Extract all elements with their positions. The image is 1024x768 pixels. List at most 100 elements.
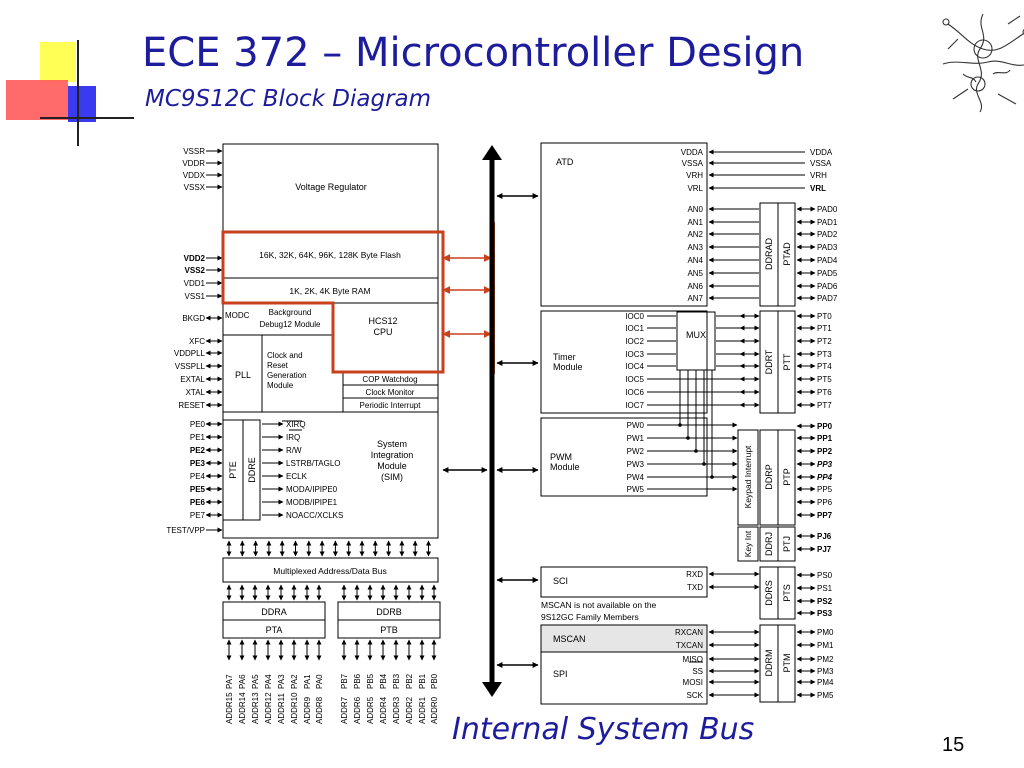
timer-label-2: Module — [553, 362, 583, 372]
mscan-note-2: 9S12GC Family Members — [541, 612, 639, 622]
bus-top-arrowhead — [482, 145, 502, 160]
ptb-label: PTB — [380, 625, 398, 635]
pt-pin-label: PT7 — [817, 401, 832, 410]
pa-pin-label: PA0 — [315, 674, 324, 689]
pts-label: PTS — [782, 584, 792, 602]
ioc-label: IOC5 — [625, 375, 644, 384]
pa-pin-label: PA5 — [251, 674, 260, 689]
pad-pin-label: PAD0 — [817, 205, 838, 214]
modc-label: MODC — [225, 311, 250, 320]
crg-label-1: Clock and — [267, 351, 303, 360]
mcu-core-block — [222, 143, 439, 539]
cop-watchdog-label: COP Watchdog — [362, 375, 417, 384]
ptt-label: PTT — [782, 353, 792, 371]
ps-pin-label: PS3 — [817, 609, 833, 618]
pb-pin-label: PB5 — [366, 673, 375, 689]
pp-pin-label: PP1 — [817, 434, 833, 443]
pw-label: PW3 — [627, 460, 645, 469]
an-label: AN6 — [687, 282, 703, 291]
power-pin-label: VSSR — [183, 147, 205, 156]
flash-label: 16K, 32K, 64K, 96K, 128K Byte Flash — [259, 250, 401, 260]
an-label: AN7 — [687, 294, 703, 303]
mem-power-pin-label: VSS1 — [185, 292, 206, 301]
pad-pin-label: PAD7 — [817, 294, 838, 303]
pa-pin-label: PA3 — [277, 674, 286, 689]
mscan-label: MSCAN — [553, 634, 586, 644]
pwm-block — [540, 417, 708, 497]
pll-pin-label: EXTAL — [180, 375, 205, 384]
pp-pin-label: PP3 — [817, 460, 833, 469]
pe-signal-label: R/W — [286, 446, 302, 455]
pa-addr-label: ADDR13 — [251, 692, 260, 724]
pb-pin-label: PB2 — [405, 673, 414, 689]
pt-pin-label: PT3 — [817, 350, 832, 359]
crg-label-2: Reset — [267, 361, 289, 370]
pa-pin-label: PA6 — [238, 674, 247, 689]
atd-label: ATD — [556, 157, 574, 167]
memory-cpu-highlight — [221, 230, 445, 374]
key-int-label: Key Int — [743, 530, 753, 557]
pwm-label-2: Module — [550, 462, 580, 472]
pb-pin-label: PB1 — [418, 673, 427, 689]
ioc-label: IOC6 — [625, 388, 644, 397]
pp-pin-label: PP4 — [817, 473, 833, 482]
pe-signal-label: MODB/IPIPE1 — [286, 498, 338, 507]
pad-pin-label: PAD2 — [817, 230, 838, 239]
ioc-label: IOC1 — [625, 324, 644, 333]
atd-block — [540, 142, 708, 307]
pe-signal-label: IRQ — [286, 433, 300, 442]
ddrp-label: DDRP — [764, 464, 774, 490]
mux-block — [676, 311, 716, 371]
pa-pin-label: PA2 — [290, 674, 299, 689]
ptad-label: PTAD — [782, 242, 792, 266]
spi-signal-label: SCK — [687, 691, 704, 700]
pwm-label-1: PWM — [550, 452, 572, 462]
pb-pin-label: PB4 — [379, 673, 388, 689]
atd-ref-label: VDDA — [681, 148, 704, 157]
pt-pin-label: PT1 — [817, 324, 832, 333]
pad-pin-label: PAD4 — [817, 256, 838, 265]
pll-pin-label: XFC — [189, 337, 205, 346]
pp-pin-label: PP5 — [817, 485, 833, 494]
pad-pin-label: PAD6 — [817, 282, 838, 291]
mux-bus-label: Multiplexed Address/Data Bus — [273, 566, 386, 576]
ddrad-label: DDRAD — [764, 238, 774, 271]
ram-label: 1K, 2K, 4K Byte RAM — [289, 286, 370, 296]
pe-pin-label: PE4 — [190, 472, 206, 481]
pw-label: PW5 — [627, 485, 645, 494]
sketch-illustration — [942, 13, 1024, 113]
ddrs-label: DDRS — [764, 580, 774, 606]
pt-pin-label: PT0 — [817, 312, 832, 321]
ioc-label: IOC3 — [625, 350, 644, 359]
pb-addr-label: ADDR1 — [418, 696, 427, 724]
sci-label: SCI — [553, 576, 568, 586]
slide-subtitle: MC9S12C Block Diagram — [145, 86, 432, 112]
ps-pin-label: PS2 — [817, 597, 833, 606]
ptm-label: PTM — [782, 654, 792, 673]
pll-pin-label: RESET — [178, 401, 205, 410]
pb-addr-label: ADDR7 — [340, 696, 349, 724]
pe-pin-label: PE1 — [190, 433, 206, 442]
pe-pin-label: PE6 — [190, 498, 206, 507]
pa-pin-label: PA4 — [264, 674, 273, 689]
atd-ref-pin-label: VSSA — [810, 159, 832, 168]
pb-addr-label: ADDR5 — [366, 696, 375, 724]
pp-pin-label: PP0 — [817, 422, 833, 431]
an-label: AN2 — [687, 230, 703, 239]
ps-pin-label: PS1 — [817, 584, 833, 593]
pp-pin-label: PP2 — [817, 447, 833, 456]
cpu-label-2: CPU — [373, 327, 392, 337]
pad-pin-label: PAD3 — [817, 243, 838, 252]
pa-addr-label: ADDR10 — [290, 692, 299, 724]
test-vpp-label: TEST/VPP — [166, 526, 205, 535]
pad-pin-label: PAD1 — [817, 218, 838, 227]
pt-pin-label: PT5 — [817, 375, 832, 384]
pa-addr-label: ADDR9 — [303, 696, 312, 724]
clock-monitor-label: Clock Monitor — [366, 388, 415, 397]
pll-pin-label: VDDPLL — [174, 349, 206, 358]
atd-ref-pin-label: VDDA — [810, 148, 833, 157]
sim-label-3: Module — [377, 461, 407, 471]
mscan-block — [540, 624, 708, 653]
an-label: AN1 — [687, 218, 703, 227]
slide-title: ECE 372 – Microcontroller Design — [142, 30, 805, 76]
